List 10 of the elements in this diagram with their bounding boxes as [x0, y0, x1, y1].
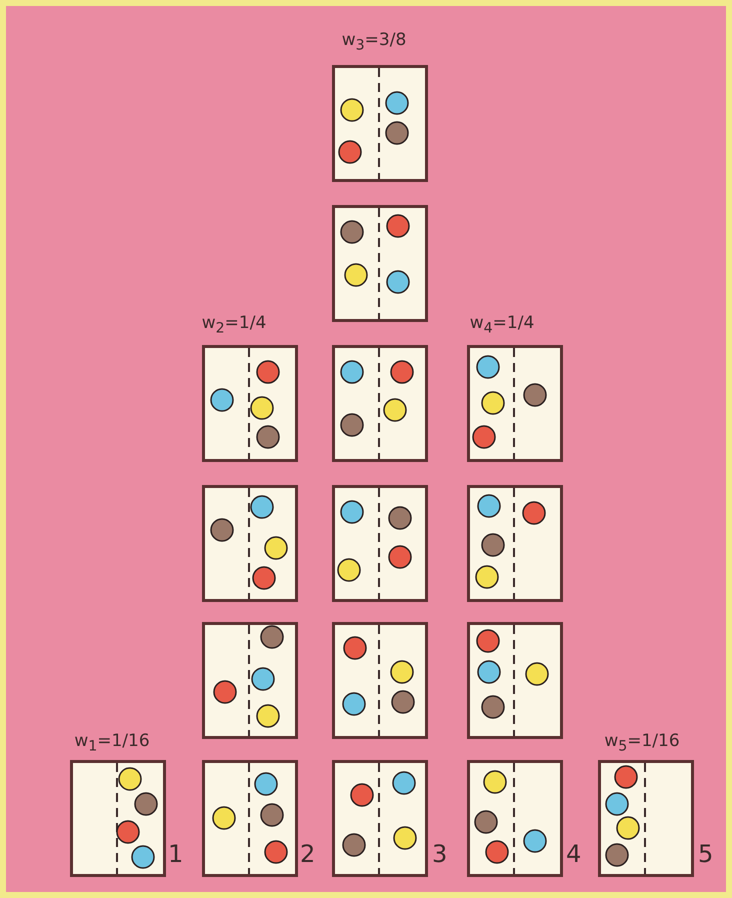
probability-label: w$_{4}$=1/4	[470, 313, 534, 336]
box-number: 4	[566, 840, 582, 868]
probability-label: w$_{2}$=1/4	[202, 313, 266, 336]
probability-label: w$_{1}$=1/16	[74, 731, 150, 754]
box-number: 2	[300, 840, 316, 868]
probability-label: w$_{3}$=3/8	[342, 30, 406, 54]
box-number: 1	[168, 840, 184, 868]
box-number: 3	[432, 840, 448, 868]
box-number: 5	[698, 840, 714, 868]
probability-label: w$_{5}$=1/16	[604, 731, 680, 754]
